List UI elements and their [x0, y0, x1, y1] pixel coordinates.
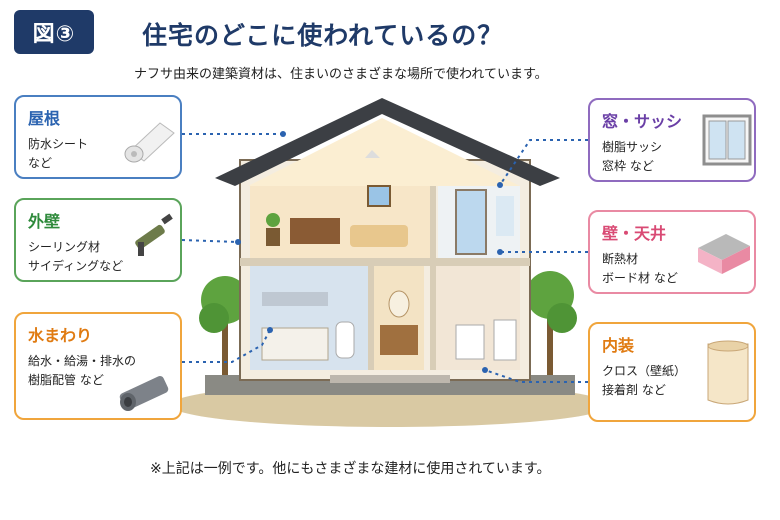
- footnote: ※上記は一例です。他にもさまざまな建材に使用されています。: [150, 461, 551, 477]
- page-subtitle: ナフサ由来の建築資材は、住まいのさまざまな場所で使われています。: [134, 67, 548, 82]
- page-title: 住宅のどこに使われているの？: [142, 21, 504, 50]
- roof: [215, 98, 560, 186]
- kitchen-counter: [261, 327, 329, 361]
- attic-gable: [248, 118, 520, 186]
- card-ceiling: 壁・天井 断熱材 ボード材 など: [588, 210, 756, 294]
- pipe-icon: [119, 376, 169, 411]
- card-wall-line-1: シーリング材: [28, 240, 101, 254]
- connector-lines: [181, 133, 588, 383]
- curtain: [496, 196, 514, 236]
- tree-left-icon: [199, 276, 249, 375]
- card-interior: 内装 クロス（壁紙） 接着剤 など: [588, 322, 756, 422]
- inner-wall-lower: [368, 266, 374, 370]
- vanity-cabinet: [380, 325, 418, 355]
- wallpaper-roll-icon: [707, 340, 749, 405]
- connector-dots: [235, 131, 503, 373]
- card-interior-title: 内装: [602, 336, 635, 355]
- card-window-line-1: 樹脂サッシ: [602, 140, 663, 154]
- card-window: 窓・サッシ 樹脂サッシ 窓枠 など: [588, 98, 756, 182]
- upper-window: [367, 185, 391, 207]
- sideboard: [290, 218, 340, 244]
- caulking-gun-icon: [135, 213, 173, 256]
- card-water-title: 水まわり: [28, 326, 93, 345]
- front-step: [330, 375, 450, 383]
- toilet-icon: [335, 321, 355, 359]
- card-roof-line-2: など: [28, 156, 53, 170]
- upper-door-window: [455, 189, 487, 255]
- card-water-line-1: 給水・給湯・排水の: [28, 354, 137, 368]
- ceiling-lamp-icon: [365, 150, 380, 158]
- floor-slab: [240, 258, 530, 266]
- mirror: [388, 290, 410, 318]
- insulation-board-icon: [698, 234, 750, 274]
- card-ceiling-line-2: ボード材 など: [602, 271, 678, 285]
- card-window-title: 窓・サッシ: [602, 112, 683, 131]
- window-frame-icon: [702, 114, 752, 166]
- card-roof-title: 屋根: [28, 109, 61, 128]
- card-water: 水まわり 給水・給湯・排水の 樹脂配管 など: [14, 312, 182, 420]
- roll-sheet-icon: [124, 122, 175, 163]
- figure-label: 図③: [14, 10, 94, 54]
- card-wall-line-2: サイディングなど: [28, 259, 124, 273]
- sofa: [350, 225, 408, 247]
- card-ceiling-line-1: 断熱材: [602, 252, 639, 266]
- inner-wall: [430, 186, 436, 370]
- card-interior-line-2: 接着剤 など: [602, 383, 666, 397]
- sink-unit: [455, 324, 485, 360]
- card-roof-line-1: 防水シート: [28, 137, 89, 151]
- card-window-line-2: 窓枠 など: [602, 159, 654, 173]
- card-wall-title: 外壁: [28, 212, 61, 231]
- card-roof: 屋根 防水シート など: [14, 95, 182, 179]
- card-ceiling-title: 壁・天井: [602, 224, 667, 243]
- card-interior-line-1: クロス（壁紙）: [602, 364, 687, 378]
- card-water-line-2: 樹脂配管 など: [28, 373, 104, 387]
- plant-icon: [266, 213, 280, 227]
- card-wall: 外壁 シーリング材 サイディングなど: [14, 198, 182, 282]
- tree-right-icon: [526, 271, 577, 375]
- washer-icon: [493, 319, 517, 361]
- range-hood: [262, 292, 328, 306]
- plant-stand: [266, 228, 280, 246]
